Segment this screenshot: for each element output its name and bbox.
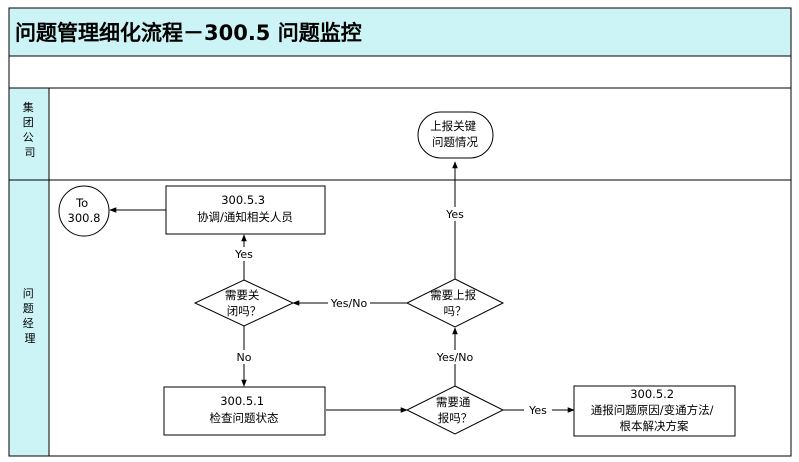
- svg-text:Yes: Yes: [445, 208, 464, 221]
- svg-text:300.5.2 通报问题原因/变通方法/: 300.5.2 通报问题原因/变通方法/ 根本解决方案: [591, 387, 717, 433]
- title-band: [8, 7, 792, 57]
- svg-text:300.5.3 协调/通知相关人员: 300.5.3 协调/通知相关人员: [197, 193, 293, 224]
- svg-text:Yes/No: Yes/No: [436, 351, 474, 364]
- lane-label-manager: 问 题 经 理: [23, 287, 38, 345]
- svg-text:Yes: Yes: [234, 248, 253, 261]
- edge-label-notify-yes: Yes: [524, 403, 552, 417]
- lane-manager-header: [8, 179, 50, 457]
- blank-band: [8, 55, 792, 89]
- svg-text:Yes/No: Yes/No: [330, 297, 368, 310]
- page-title: 问题管理细化流程－300.5 问题监控: [15, 21, 362, 45]
- svg-text:300.5.1 检查问题状态: 300.5.1 检查问题状态: [210, 394, 279, 425]
- lane-label-group: 集 团 公 司: [23, 100, 38, 159]
- svg-text:Yes: Yes: [528, 404, 547, 417]
- edge-label-notify-to-report: Yes/No: [434, 350, 476, 364]
- svg-text:需要通 报吗？: 需要通 报吗？: [436, 395, 474, 425]
- decision-need-close: 需要关 闭吗？: [193, 279, 295, 327]
- decision-need-notify: 需要通 报吗？: [405, 385, 505, 435]
- edge-label-close-yes: Yes: [230, 247, 258, 261]
- svg-text:需要上报 吗？: 需要上报 吗？: [430, 288, 480, 318]
- edge-label-report-up-yes: Yes: [441, 207, 469, 221]
- svg-text:上报关键 问题情况: 上报关键 问题情况: [430, 119, 480, 149]
- node-report-key-issue: 上报关键 问题情况: [417, 111, 494, 159]
- node-check-status: 300.5.1 检查问题状态: [163, 386, 326, 436]
- lane-group-header: [8, 87, 50, 181]
- edge-label-report-to-close: Yes/No: [328, 296, 370, 310]
- edge-label-close-no: No: [233, 350, 255, 364]
- node-connector-to-300-8: To 300.8: [58, 185, 110, 237]
- node-coordinate-notify: 300.5.3 协调/通知相关人员: [165, 185, 326, 235]
- svg-text:需要关 闭吗？: 需要关 闭吗？: [225, 288, 263, 318]
- svg-text:No: No: [237, 351, 252, 364]
- decision-need-report: 需要上报 吗？: [405, 278, 505, 328]
- svg-text:To 300.8: To 300.8: [68, 196, 101, 225]
- node-notify-cause: 300.5.2 通报问题原因/变通方法/ 根本解决方案: [573, 385, 736, 437]
